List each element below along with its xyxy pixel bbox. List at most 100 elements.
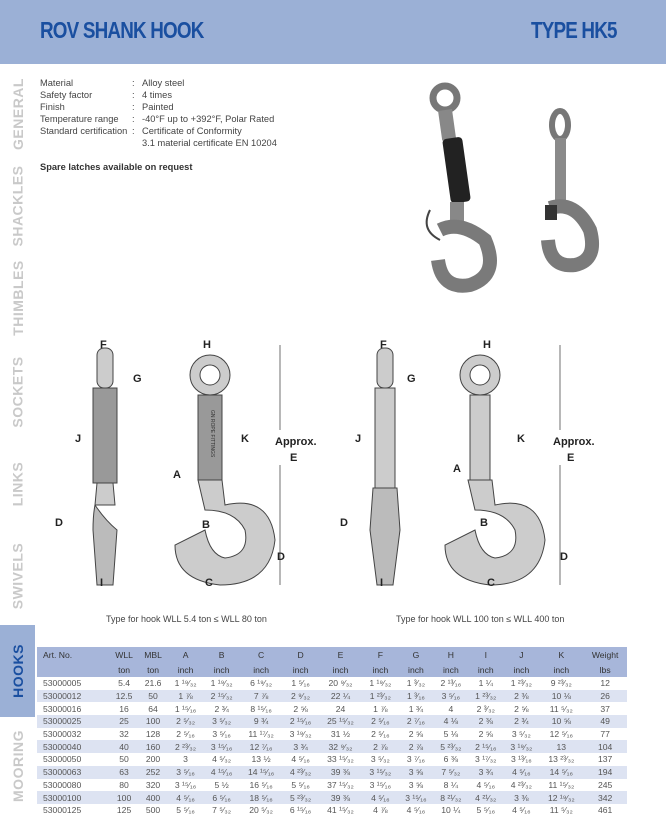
table-cell: 32 xyxy=(119,729,129,740)
spec-value: 3.1 material certificate EN 10204 xyxy=(142,138,277,148)
caption-left: Type for hook WLL 5.4 ton ≤ WLL 80 ton xyxy=(106,614,267,624)
svg-text:C: C xyxy=(487,577,495,589)
table-cell: 4 ⁵⁄₁₆ xyxy=(512,805,531,816)
table-cell: 252 xyxy=(138,765,168,779)
table-cell: 3 ⁷⁄₁₆ xyxy=(406,754,425,765)
column-header: C xyxy=(239,647,283,662)
column-header: K xyxy=(539,647,584,662)
table-cell: 3 ¹⁵⁄₁₆ xyxy=(174,779,197,790)
dim-label-i: I xyxy=(100,577,103,589)
table-cell: 3 ¹⁹⁄₃₂ xyxy=(503,740,540,754)
side-tab-label: MOORING xyxy=(9,730,26,802)
column-header: WLL xyxy=(109,647,139,662)
column-header: H xyxy=(433,647,469,662)
table-cell: 39 ⅜ xyxy=(318,791,363,804)
column-header: MBL xyxy=(138,647,168,662)
svg-text:Approx.: Approx. xyxy=(553,436,595,448)
table-cell: 7 ⁵⁄₃₂ xyxy=(433,765,469,779)
table-cell: 6 ⁵⁄₁₆ xyxy=(203,791,240,804)
side-tab-links[interactable]: LINKS xyxy=(0,438,35,530)
table-cell: 53000012 xyxy=(37,689,110,703)
table-cell: 8 ¹⁵⁄₁₆ xyxy=(250,703,272,714)
table-cell: 21.6 xyxy=(144,678,162,689)
table-cell: 1 ¾ xyxy=(408,703,424,714)
table-cell: 4 ⁵⁄₁₆ xyxy=(291,754,310,765)
side-tab-thimbles[interactable]: THIMBLES xyxy=(0,252,35,344)
dim-label-g: G xyxy=(133,373,142,385)
svg-text:H: H xyxy=(483,339,491,351)
table-cell: 22 ¼ xyxy=(318,689,363,703)
table-cell: 49 xyxy=(583,715,627,728)
table-cell: 3 ⁵⁄₁₆ xyxy=(433,689,469,703)
table-cell: 4 ⅞ xyxy=(373,805,388,816)
table-cell: 14 ⁵⁄₁₆ xyxy=(539,765,584,779)
side-tab-label: SHACKLES xyxy=(9,165,26,247)
column-header: Weight xyxy=(583,647,627,662)
table-cell: 41 ¹⁵⁄₃₂ xyxy=(327,805,354,816)
column-unit: inch xyxy=(503,662,540,677)
table-cell: 32 ⁹⁄₃₂ xyxy=(318,740,363,754)
side-tab-swivels[interactable]: SWIVELS xyxy=(0,530,35,622)
dim-label-d-side: D xyxy=(55,517,63,529)
table-cell: 33 ¹⁵⁄₃₂ xyxy=(327,754,354,765)
table-cell: 1 ¼ xyxy=(478,678,493,689)
svg-text:B: B xyxy=(480,517,488,529)
table-cell: 53000005 xyxy=(43,678,82,689)
hook-photo-side xyxy=(541,108,600,273)
table-cell: 3 ¾ xyxy=(468,765,504,779)
table-cell: 3 ¹⁵⁄₁₆ xyxy=(369,779,392,790)
column-header: G xyxy=(398,647,434,662)
spec-row: Safety factor:4 times xyxy=(40,90,172,100)
table-cell: 320 xyxy=(145,779,161,790)
table-cell: 53000040 xyxy=(37,740,110,754)
spec-key: Material xyxy=(40,78,74,88)
table-cell: 77 xyxy=(600,729,610,740)
table-cell: 4 ¹⁵⁄₁₆ xyxy=(203,765,240,779)
table-cell: 3 ⅜ xyxy=(503,791,540,804)
table-cell: 3 ⁵⁄₃₂ xyxy=(203,715,240,728)
table-cell: 1 ²³⁄₃₂ xyxy=(468,689,504,703)
spec-key: Standard certification xyxy=(40,126,128,136)
table-cell: 500 xyxy=(145,805,161,816)
column-header: B xyxy=(203,647,240,662)
table-cell: 1 ⁵⁄₁₆ xyxy=(291,678,310,689)
side-tab-mooring[interactable]: MOORING xyxy=(0,720,35,812)
svg-text:A: A xyxy=(453,463,461,475)
table-cell: 2 ⅞ xyxy=(362,740,399,754)
spec-value: Alloy steel xyxy=(142,78,185,88)
column-header: A xyxy=(167,647,204,662)
side-tab-hooks[interactable]: HOOKS xyxy=(0,625,35,717)
table-cell: 3 ⅝ xyxy=(398,765,434,779)
table-cell: 9 ¾ xyxy=(239,715,283,728)
side-tab-shackles[interactable]: SHACKLES xyxy=(0,160,35,252)
spec-key: Temperature range xyxy=(40,114,119,124)
table-cell: 3 ¹⁵⁄₃₂ xyxy=(362,765,399,779)
table-cell: 12 ⁷⁄₁₆ xyxy=(239,740,283,754)
table-cell: 2 ¾ xyxy=(214,703,229,714)
svg-text:K: K xyxy=(517,433,525,445)
table-cell: 1 ⅞ xyxy=(373,703,388,714)
side-tab-sockets[interactable]: SOCKETS xyxy=(0,346,35,438)
side-tab-label: GENERAL xyxy=(9,78,26,150)
table-cell: 137 xyxy=(597,754,613,765)
table-cell: 13 xyxy=(539,740,584,754)
table-cell: 2 ⅜ xyxy=(503,689,540,703)
table-cell: 3 ⁵⁄₁₆ xyxy=(167,765,204,779)
table-cell: 1 ³⁄₃₂ xyxy=(406,678,426,689)
table-cell: 5 ⁵⁄₁₆ xyxy=(176,805,195,816)
table-cell: 4 ⁵⁄₁₆ xyxy=(362,791,399,804)
dim-label-k: K xyxy=(241,433,249,445)
table-cell: 245 xyxy=(597,779,613,790)
product-type: TYPE HK5 xyxy=(531,17,618,43)
table-cell: 1 ²³⁄₃₂ xyxy=(510,678,532,689)
side-tab-general[interactable]: GENERAL xyxy=(0,68,35,160)
table-cell: 3 ¹³⁄₁₆ xyxy=(511,754,532,765)
